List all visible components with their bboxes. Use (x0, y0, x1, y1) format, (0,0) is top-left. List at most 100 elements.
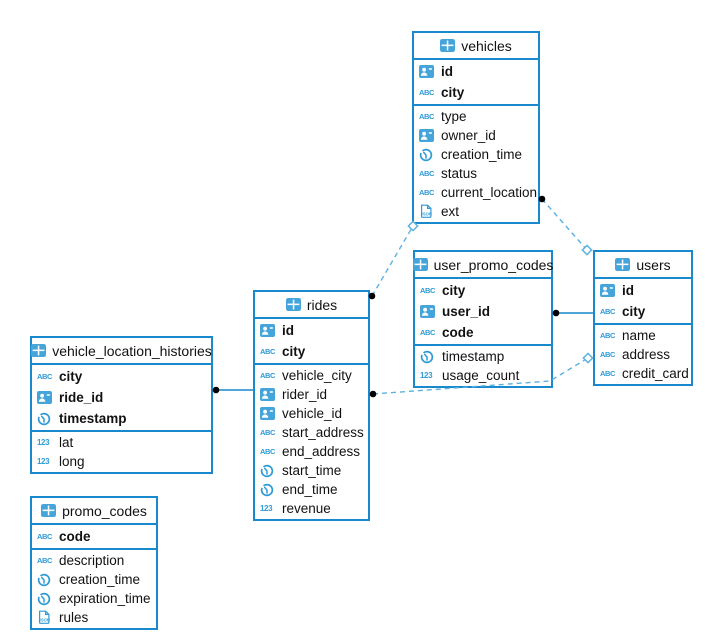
column-start_time[interactable]: start_time (255, 461, 368, 480)
table-header[interactable]: users (595, 252, 691, 279)
column-label: rider_id (282, 387, 328, 402)
abc-icon: ABC (600, 349, 616, 359)
column-label: current_location (441, 185, 538, 200)
column-ride_id[interactable]: ride_id (32, 387, 211, 408)
column-current_location[interactable]: ABC current_location (414, 183, 538, 202)
columns-section: timestamp 123 usage_count (415, 344, 551, 386)
column-label: usage_count (442, 368, 520, 383)
column-label: id (282, 323, 294, 338)
id-badge-icon (260, 324, 277, 337)
column-credit_card[interactable]: ABC credit_card (595, 364, 691, 383)
column-id[interactable]: id (595, 280, 691, 301)
column-city[interactable]: ABC city (414, 82, 538, 103)
column-label: ride_id (59, 390, 104, 405)
column-label: address (622, 347, 671, 362)
column-timestamp[interactable]: timestamp (415, 347, 551, 366)
column-long[interactable]: 123 long (32, 452, 211, 471)
column-description[interactable]: ABC description (32, 551, 156, 570)
abc-icon: ABC (419, 168, 435, 178)
column-label: creation_time (59, 572, 141, 587)
column-expiration_time[interactable]: expiration_time (32, 589, 156, 608)
abc-icon: ABC (260, 346, 276, 356)
column-ext[interactable]: JSON ext (414, 202, 538, 221)
column-address[interactable]: ABC address (595, 345, 691, 364)
column-end_time[interactable]: end_time (255, 480, 368, 499)
id-badge-icon (420, 305, 437, 318)
column-vehicle_id[interactable]: vehicle_id (255, 404, 368, 423)
columns-section: ABC type owner_id creation_time ABC stat… (414, 104, 538, 222)
column-start_address[interactable]: ABC start_address (255, 423, 368, 442)
table-grid-icon (31, 344, 47, 357)
column-vehicle_city[interactable]: ABC vehicle_city (255, 366, 368, 385)
abc-icon: ABC (600, 368, 616, 378)
column-usage_count[interactable]: 123 usage_count (415, 366, 551, 385)
table-promo_codes[interactable]: promo_codes ABC code ABC description cre… (30, 496, 158, 630)
table-users[interactable]: users id ABC city ABC name ABC addr (593, 250, 693, 386)
column-label: owner_id (441, 128, 496, 143)
column-label: vehicle_city (282, 368, 352, 383)
clock-icon (37, 592, 54, 606)
table-header[interactable]: rides (255, 292, 368, 319)
column-creation_time[interactable]: creation_time (414, 145, 538, 164)
json-doc-icon: JSON (37, 610, 54, 625)
table-header[interactable]: vehicles (414, 33, 538, 60)
id-badge-icon (419, 129, 436, 142)
table-user_promo_codes[interactable]: user_promo_codes ABC city user_id ABC co… (412, 250, 554, 388)
columns-section: ABC description creation_time expiration… (32, 548, 156, 628)
column-name[interactable]: ABC name (595, 326, 691, 345)
table-title: users (636, 256, 671, 273)
table-header[interactable]: user_promo_codes (412, 252, 554, 279)
abc-icon: ABC (600, 330, 616, 340)
json-doc-icon: JSON (419, 204, 436, 219)
column-label: type (441, 109, 467, 124)
abc-icon: ABC (37, 555, 53, 565)
table-vehicles[interactable]: vehicles id ABC city ABC type (412, 31, 540, 224)
column-end_address[interactable]: ABC end_address (255, 442, 368, 461)
column-label: creation_time (441, 147, 523, 162)
table-grid-icon (41, 504, 57, 517)
table-header[interactable]: promo_codes (32, 498, 156, 525)
clock-icon (37, 573, 54, 587)
column-revenue[interactable]: 123 revenue (255, 499, 368, 518)
primary-key-section: id ABC city (255, 319, 368, 363)
column-creation_time[interactable]: creation_time (32, 570, 156, 589)
column-id[interactable]: id (255, 320, 368, 341)
abc-icon: ABC (37, 531, 53, 541)
column-city[interactable]: ABC city (255, 341, 368, 362)
table-header[interactable]: vehicle_location_histories (31, 338, 212, 365)
table-vehicle_location_histories[interactable]: vehicle_location_histories ABC city ride… (30, 336, 213, 474)
column-user_id[interactable]: user_id (415, 301, 551, 322)
primary-key-section: ABC city ride_id timestamp (32, 365, 211, 430)
column-city[interactable]: ABC city (595, 301, 691, 322)
id-badge-icon (260, 407, 277, 420)
column-status[interactable]: ABC status (414, 164, 538, 183)
column-label: expiration_time (59, 591, 151, 606)
column-label: end_time (282, 482, 338, 497)
id-badge-icon (419, 65, 436, 78)
column-city[interactable]: ABC city (415, 280, 551, 301)
relationship-vehicles-users (541, 198, 588, 251)
123-icon: 123 (260, 503, 273, 513)
primary-key-section: ABC city user_id ABC code (415, 279, 551, 344)
column-label: city (59, 369, 83, 384)
column-rules[interactable]: JSON rules (32, 608, 156, 627)
clock-icon (37, 412, 54, 426)
column-id[interactable]: id (414, 61, 538, 82)
abc-icon: ABC (600, 306, 616, 316)
relationship-dot-endpoint (369, 390, 377, 398)
column-label: user_id (442, 304, 491, 319)
column-lat[interactable]: 123 lat (32, 433, 211, 452)
column-timestamp[interactable]: timestamp (32, 408, 211, 429)
column-code[interactable]: ABC code (32, 526, 156, 547)
table-title: user_promo_codes (433, 256, 554, 273)
column-code[interactable]: ABC code (415, 322, 551, 343)
primary-key-section: id ABC city (414, 60, 538, 104)
column-type[interactable]: ABC type (414, 107, 538, 126)
column-label: description (59, 553, 125, 568)
abc-icon: ABC (420, 285, 436, 295)
table-rides[interactable]: rides id ABC city ABC vehicle_city (253, 290, 370, 521)
column-owner_id[interactable]: owner_id (414, 126, 538, 145)
abc-icon: ABC (260, 446, 276, 456)
column-city[interactable]: ABC city (32, 366, 211, 387)
column-rider_id[interactable]: rider_id (255, 385, 368, 404)
